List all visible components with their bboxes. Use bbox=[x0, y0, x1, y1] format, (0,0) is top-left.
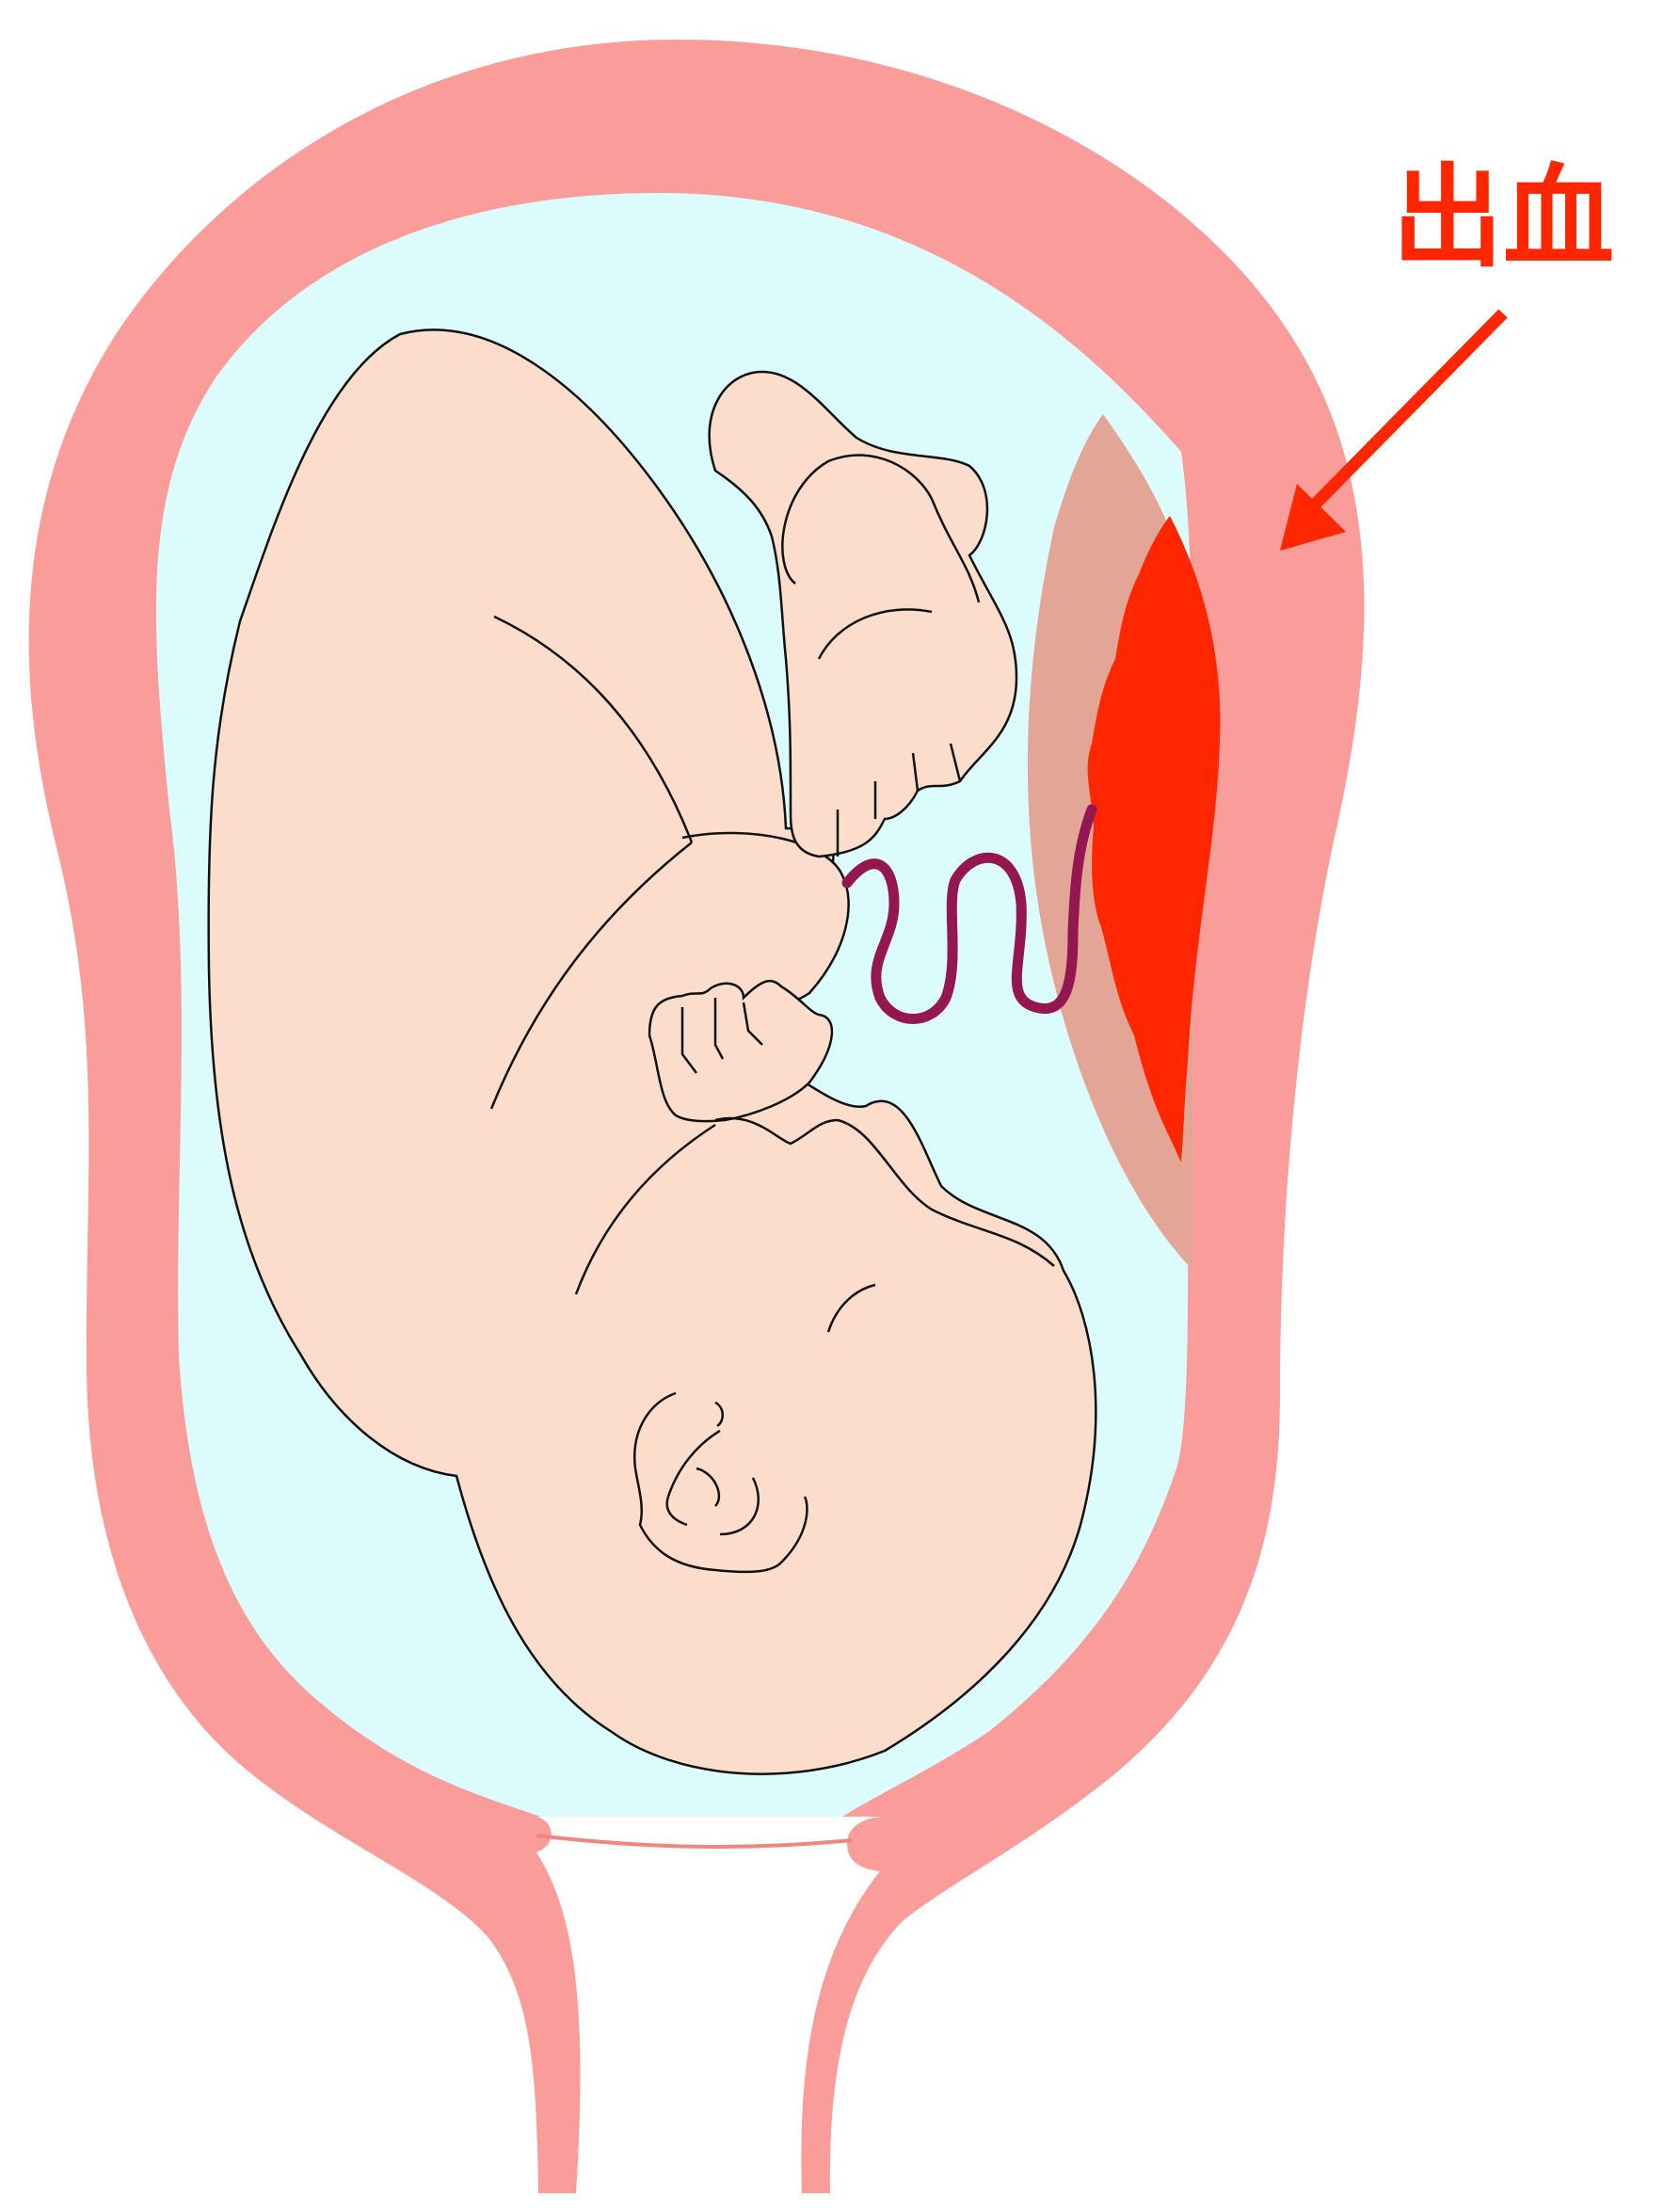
arrow-shaft bbox=[1313, 313, 1503, 506]
annotation-label: 出血 bbox=[1392, 152, 1614, 282]
membrane-line bbox=[536, 1835, 852, 1847]
